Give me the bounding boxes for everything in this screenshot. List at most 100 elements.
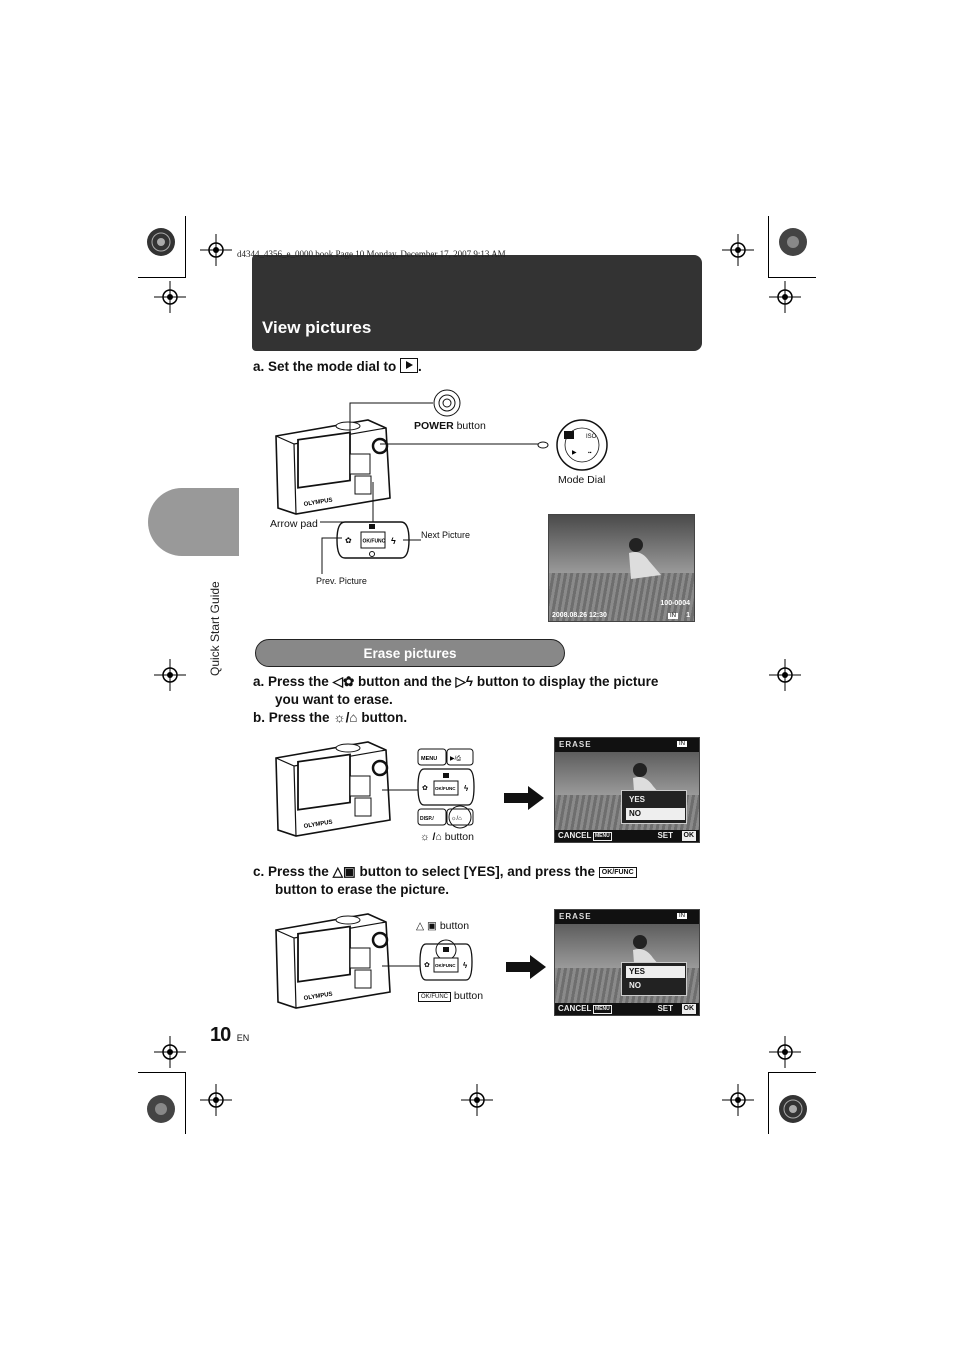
menu-item-yes[interactable]: YES xyxy=(626,966,685,978)
erase-step-a-cont: you want to erase. xyxy=(275,692,393,707)
crop-mark xyxy=(185,1072,186,1134)
svg-text:✿: ✿ xyxy=(422,785,428,792)
erase-menu: YES NO xyxy=(621,790,687,824)
crosshair-icon xyxy=(722,234,754,266)
svg-text:▪▪: ▪▪ xyxy=(588,450,592,456)
erase-screen-yes: ERASE IN YES NO CANCEL MENU SET OK xyxy=(554,909,700,1016)
playback-screen: 100-0004 2008.08.26 12:30 IN 1 xyxy=(548,514,695,622)
crop-mark xyxy=(768,216,769,278)
svg-text:ϟ: ϟ xyxy=(463,961,468,970)
svg-text:OLYMPUS: OLYMPUS xyxy=(303,497,333,507)
side-label: Quick Start Guide xyxy=(208,581,222,676)
svg-text:✿: ✿ xyxy=(345,536,352,545)
menu-item-yes[interactable]: YES xyxy=(629,795,646,804)
erase-step-b: b. Press the ☼/⌂ button. xyxy=(253,710,408,725)
memory-badge: IN xyxy=(677,741,687,747)
crop-mark xyxy=(768,277,816,278)
arrow-pad-label: Arrow pad xyxy=(270,518,318,530)
up-button-caption: △ ▣ button xyxy=(416,920,470,932)
svg-text:OK/FUNC: OK/FUNC xyxy=(435,963,456,968)
crosshair-icon xyxy=(722,1084,754,1116)
arrow-pad-icon: OK/FUNC ✿ ϟ xyxy=(419,939,473,981)
erase-screen-footer: CANCEL MENU SET OK xyxy=(555,830,699,842)
set-label: SET xyxy=(657,831,673,840)
crop-mark xyxy=(768,1072,769,1134)
crosshair-icon xyxy=(769,1036,801,1068)
arrow-pad-icon: OK/FUNC ✿ ϟ xyxy=(336,521,410,559)
svg-text:OLYMPUS: OLYMPUS xyxy=(303,819,333,829)
ok-tag: OK xyxy=(681,831,696,841)
ok-tag: OK xyxy=(681,1004,696,1014)
camera-illustration: OLYMPUS xyxy=(275,741,391,837)
camera-illustration: OLYMPUS xyxy=(275,913,391,1009)
svg-text:✿: ✿ xyxy=(424,962,430,969)
crosshair-icon xyxy=(154,1036,186,1068)
menu-item-no[interactable]: NO xyxy=(629,981,641,990)
crosshair-icon xyxy=(154,281,186,313)
power-label: POWER button xyxy=(414,420,486,432)
right-arrow-flash-icon: ▷ϟ xyxy=(455,674,474,689)
svg-text:ϟ: ϟ xyxy=(391,536,396,546)
crop-mark xyxy=(768,1072,816,1073)
mode-dial-icon: ISO ▶ ▪▪ xyxy=(537,419,608,471)
view-step-a: a. Set the mode dial to . xyxy=(253,358,422,374)
file-number: 100-0004 xyxy=(660,600,690,607)
side-tab xyxy=(148,488,239,556)
ok-func-icon: OK/FUNC xyxy=(598,867,637,878)
up-arrow-exposure-icon: △ ▣ xyxy=(416,920,437,932)
view-step-a-text: a. Set the mode dial to xyxy=(253,359,397,374)
shadow-adjust-erase-icon: ☼/⌂ xyxy=(333,710,358,725)
memory-badge: IN xyxy=(677,913,687,919)
erase-screen-title: ERASE xyxy=(555,910,699,924)
erase-step-c: c. Press the △▣ button to select [YES], … xyxy=(253,864,637,880)
erase-screen-no: ERASE IN YES NO CANCEL MENU SET OK xyxy=(554,737,700,843)
crosshair-icon xyxy=(769,281,801,313)
person-silhouette xyxy=(629,538,661,579)
next-picture-label: Next Picture xyxy=(421,530,471,540)
header-bar xyxy=(252,255,702,351)
menu-item-no[interactable]: NO xyxy=(626,808,685,820)
registration-target-icon xyxy=(779,228,807,256)
right-arrow-icon xyxy=(506,955,546,979)
erase-screen-footer: CANCEL MENU SET OK xyxy=(555,1003,699,1015)
erase-screen-title: ERASE xyxy=(555,738,699,752)
leader-line xyxy=(349,402,433,438)
svg-text:☼/⌂: ☼/⌂ xyxy=(451,816,462,822)
leader-line xyxy=(321,537,342,574)
menu-tag: MENU xyxy=(593,832,612,841)
svg-text:▶/⎙: ▶/⎙ xyxy=(450,755,461,762)
page-number: 10 EN xyxy=(210,1024,250,1046)
erase-menu: YES NO xyxy=(621,962,687,996)
erase-step-a: a. Press the ◁✿ button and the ▷ϟ button… xyxy=(253,674,659,689)
svg-text:OLYMPUS: OLYMPUS xyxy=(303,991,333,1001)
svg-text:ϟ: ϟ xyxy=(464,784,469,793)
control-panel-icon: MENU ▶/⎙ OK/FUNC ✿ ϟ DISP./ ☼/⌂ xyxy=(417,748,475,829)
leader-line xyxy=(380,443,538,445)
cancel-label: CANCEL xyxy=(558,1004,592,1013)
crosshair-icon xyxy=(769,659,801,691)
crosshair-icon xyxy=(200,1084,232,1116)
mode-dial-label: Mode Dial xyxy=(558,474,606,486)
right-arrow-icon xyxy=(504,786,544,810)
playback-icon xyxy=(400,358,419,373)
ok-func-icon: OK/FUNC xyxy=(418,992,451,1002)
cancel-label: CANCEL xyxy=(558,831,592,840)
memory-badge: IN xyxy=(668,613,678,619)
registration-target-icon xyxy=(147,1095,175,1123)
power-button-icon xyxy=(433,389,461,417)
crop-mark xyxy=(138,1072,186,1073)
crop-mark xyxy=(185,216,186,278)
menu-button-label: MENU xyxy=(421,756,437,762)
crosshair-icon xyxy=(154,659,186,691)
leader-line xyxy=(403,539,421,541)
page-title: View pictures xyxy=(262,318,372,337)
svg-text:OK/FUNC: OK/FUNC xyxy=(435,786,456,791)
left-arrow-macro-icon: ◁✿ xyxy=(332,674,355,689)
shadow-adjust-erase-icon: ☼ /⌂ xyxy=(420,831,442,843)
crosshair-icon xyxy=(200,234,232,266)
menu-tag: MENU xyxy=(593,1005,612,1014)
set-label: SET xyxy=(657,1004,673,1013)
section-title-erase: Erase pictures xyxy=(255,639,565,667)
up-arrow-exposure-icon: △▣ xyxy=(332,864,356,879)
erase-button-caption: ☼ /⌂ button xyxy=(420,831,474,843)
